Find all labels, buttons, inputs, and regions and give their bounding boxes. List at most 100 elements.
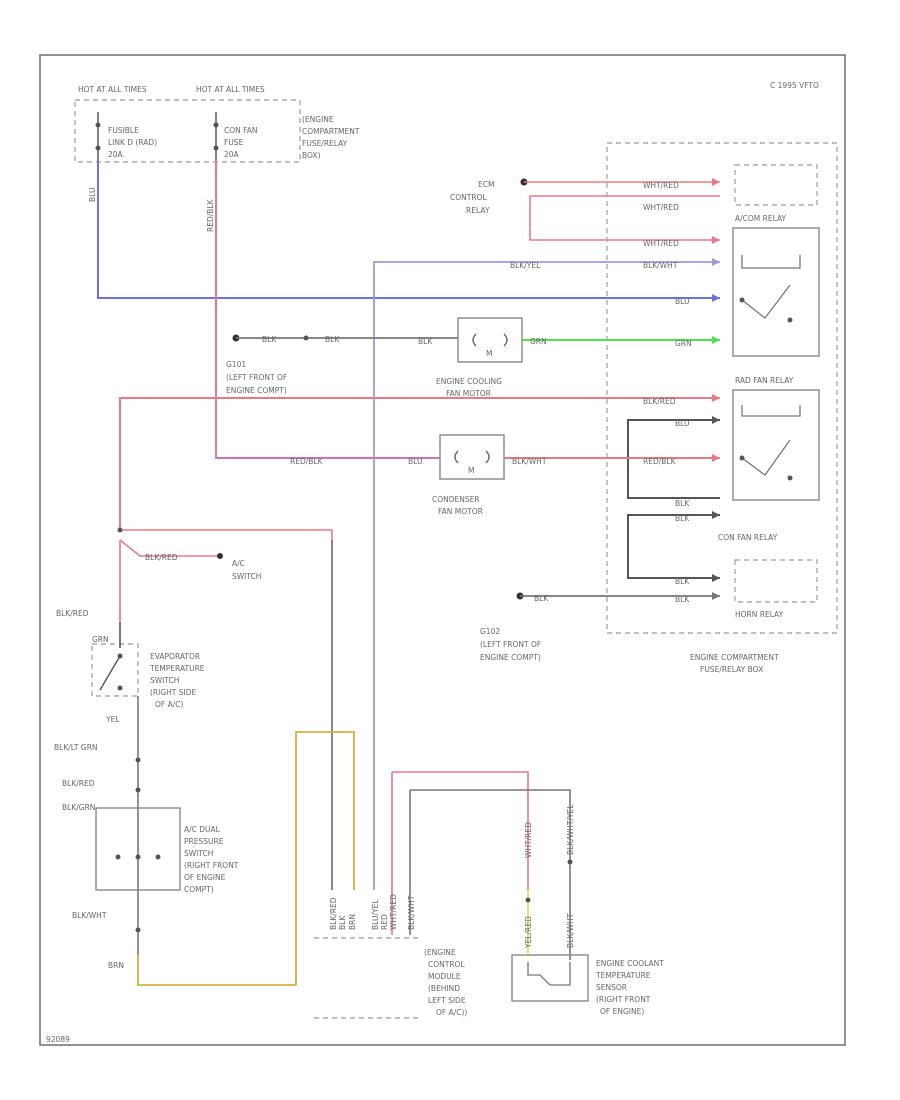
splice-icon: [117, 527, 123, 533]
splice-icon: [303, 335, 309, 341]
ac-switch-label-2: SWITCH: [232, 572, 261, 581]
ecm-label-2: CONTROL: [428, 960, 465, 969]
ecm-pin-label-0: BLK/RED: [329, 897, 338, 930]
ect-pin-labels: YEL/RED WHT/RED BLK/WHT BLK/WHT/YEL: [524, 804, 575, 949]
wire-label-whtred-2: WHT/RED: [643, 203, 679, 212]
connector-arrow-icon: [712, 416, 720, 424]
wire-label-blk-3: BLK: [418, 337, 433, 346]
wire-label-redblk: RED/BLK: [206, 198, 215, 232]
ect-pin-label-0: YEL/RED: [524, 916, 533, 949]
sensor-icon: [527, 962, 571, 986]
wire-label-grn-motor: GRN: [530, 337, 547, 346]
dual-pressure-label-3: SWITCH: [184, 849, 213, 858]
g102-label-3: ENGINE COMPT): [480, 653, 541, 662]
ecm-pin-label-5: WHT/RED: [389, 894, 398, 930]
wire-label-blkred-left: BLK/RED: [56, 609, 89, 618]
horn-relay-dashed-box: [734, 559, 818, 603]
cond-fan-fuse-line-2: FUSE: [224, 138, 244, 147]
wire-label-blk-1: BLK: [262, 335, 277, 344]
ac-switch-label-1: A/C: [232, 559, 245, 568]
wire-label-redblk-relay: RED/BLK: [643, 457, 677, 466]
wire-label-blkred-sw: BLK/RED: [145, 553, 178, 562]
connector-arrow-icon: [712, 592, 720, 600]
ect-label-3: SENSOR: [596, 983, 627, 992]
connector-arrow-icon: [712, 574, 720, 582]
wire-label-blkwht-2: BLK/WHT: [72, 911, 107, 920]
dual-pressure-label-4: (RIGHT FRONT: [184, 861, 239, 870]
wire-label-blkred-rad: BLK/RED: [643, 397, 676, 406]
hot-label-2: HOT AT ALL TIMES: [196, 85, 265, 94]
ecm-relay-dashed-box: [734, 164, 818, 206]
connector-icon: [567, 859, 573, 865]
wire-label-blu-cond: BLU: [408, 457, 422, 466]
wire-label-blk-horn-3: BLK: [675, 577, 690, 586]
fuse-box-label-1: (ENGINE: [302, 115, 334, 124]
wire-label-blu-relay: BLU: [675, 297, 689, 306]
g101-label-1: G101: [226, 360, 246, 369]
ecm-pin-wires: [391, 772, 411, 935]
blkwht-ect-wire: [410, 789, 571, 960]
connector-arrow-icon: [712, 258, 720, 266]
wire-label-redblk-cond: RED/BLK: [290, 457, 324, 466]
ect-label-2: TEMPERATURE: [595, 971, 651, 980]
connector-arrow-icon: [712, 336, 720, 344]
ecm-relay-label-1: ECM: [478, 180, 494, 189]
engine-coolant-temperature-sensor: [511, 954, 589, 1002]
rad-motor-label-1: ENGINE COOLING: [436, 377, 502, 386]
ac-relay-label: A/COM RELAY: [735, 214, 787, 223]
cond-fan-fuse-line-1: CON FAN: [224, 126, 258, 135]
connector-icon: [135, 787, 141, 793]
svg-text:M: M: [468, 466, 474, 475]
ect-label-1: ENGINE COOLANT: [596, 959, 664, 968]
wire-label-blkgrn: BLK/GRN: [62, 803, 95, 812]
evap-label-1: EVAPORATOR: [150, 652, 200, 661]
wire-label-blkwht-1: BLK/WHT: [643, 261, 678, 270]
cond-motor-label-1: CONDENSER: [432, 495, 480, 504]
evap-label-5: OF A/C): [155, 700, 183, 709]
ecm-pin-labels: BLK/RED BRN BLK BLU/YEL RED WHT/RED BLK/…: [329, 894, 416, 930]
wire-label-blk-horn-1: BLK: [675, 499, 690, 508]
evap-label-3: SWITCH: [150, 676, 179, 685]
diagram-frame: [39, 54, 846, 1046]
blu-power-wire: [97, 160, 720, 299]
fuse-box-label-4: BOX): [302, 151, 321, 160]
fusible-link-line-1: FUSIBLE: [108, 126, 139, 135]
fuse-box-label-3: FUSE/RELAY: [302, 139, 348, 148]
ac-dual-pressure-switch: [95, 807, 181, 891]
connector-icon: [135, 927, 141, 933]
ecm-pin-label-2: BLK: [338, 915, 347, 930]
fusible-link-icon: [95, 112, 101, 160]
connector-arrow-icon: [712, 394, 720, 402]
wire-label-blk-g102: BLK: [534, 594, 549, 603]
ecm-pin-label-3: BLU/YEL: [371, 899, 380, 930]
radiator-fan-relay: [732, 389, 820, 501]
wire-label-blu-rad: BLU: [675, 419, 689, 428]
motor-icon: M: [454, 450, 490, 475]
dual-pressure-label-5: OF ENGINE: [184, 873, 226, 882]
g102-label-2: (LEFT FRONT OF: [480, 640, 541, 649]
wire-label-blk-2: BLK: [325, 335, 340, 344]
ac-compressor-relay: [732, 227, 820, 357]
wire-label-blu: BLU: [88, 188, 97, 202]
blkred-ecm-wire: [120, 529, 333, 890]
wire-label-whtred-1: WHT/RED: [643, 181, 679, 190]
redblk-power-wire: [215, 160, 400, 459]
ecm-pin-label-1: BRN: [348, 914, 357, 930]
connector-arrow-icon: [712, 178, 720, 186]
wire-label-blkred-2: BLK/RED: [62, 779, 95, 788]
motor-icon: M: [472, 333, 508, 358]
wire-label-brn: BRN: [108, 961, 124, 970]
hot-label-1: HOT AT ALL TIMES: [78, 85, 147, 94]
ect-label-4: (RIGHT FRONT: [596, 995, 651, 1004]
connector-icon: [135, 757, 141, 763]
ect-label-5: OF ENGINE): [600, 1007, 644, 1016]
relay-box-label-1: ENGINE COMPARTMENT: [690, 653, 779, 662]
relay-box-label-2: FUSE/RELAY BOX: [700, 665, 763, 674]
g101-label-3: ENGINE COMPT): [226, 386, 287, 395]
figure-id: 92089: [46, 1035, 70, 1044]
ecm-label-5: LEFT SIDE: [428, 996, 466, 1005]
fuse-box-label-2: COMPARTMENT: [302, 127, 360, 136]
ecm-relay-label-3: RELAY: [466, 206, 490, 215]
wire-label-grn: GRN: [675, 339, 692, 348]
